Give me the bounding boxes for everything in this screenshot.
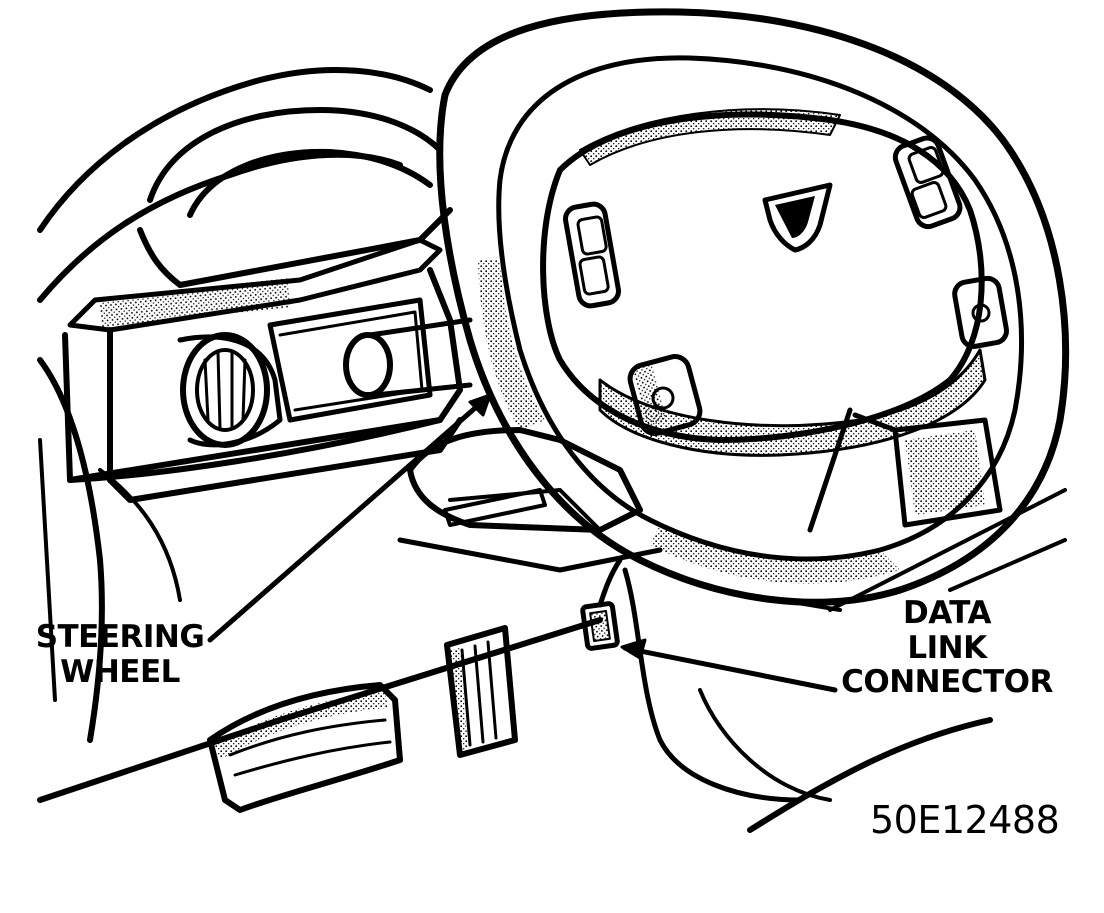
airbag-top-shade [579,108,841,166]
console-line-2 [948,538,1067,592]
seat-edge [747,717,993,833]
a-pillar [37,357,105,743]
dlc-bracket [622,567,803,803]
console-line-1 [828,488,1067,612]
accelerator-pedal [444,625,518,758]
door-edge [38,438,57,702]
switch-panel [267,297,433,423]
right-switch-bot [910,181,948,219]
switch-panel-inner [278,310,424,412]
data-link-connector-label: DATA LINK CONNECTOR [832,596,1062,700]
dash-lower-edge2 [107,417,463,503]
right-switch-top [907,146,945,184]
horn-button-right [952,275,1009,349]
dlc-label-line3: CONNECTOR [841,664,1053,701]
headlamp-knob-inner [195,348,255,432]
top-bar-shade [98,278,292,328]
steering-wheel-label-line1: STEERING [35,619,205,655]
knee-panel [98,468,182,602]
ram-emblem-outline [762,182,833,253]
steering-wheel-leader [207,392,493,643]
knob-bezel [177,334,283,448]
dash-top-curve [37,67,433,233]
brake-pedal [207,682,403,813]
rim-shade-left [478,260,545,430]
column-strip [443,488,547,527]
horn-button-right-mark [971,303,991,323]
right-trim-shade [905,430,985,515]
horn-button-left [627,354,703,436]
right-trim-panel [892,417,1003,528]
dash-brow-inner [187,148,433,218]
column-lower [448,488,602,532]
ram-emblem-fill [775,196,815,238]
knob-grip [203,350,247,430]
dlc-cable [597,557,623,608]
stalk-shaft [367,317,473,398]
dlc-inner [589,610,611,642]
data-link-connector [580,601,620,651]
brake-ribs [228,718,392,777]
dlc-arrow [620,638,647,660]
dash-lower-block [62,267,463,483]
column-shroud [407,427,643,533]
left-switch-bot [578,255,610,296]
left-switch-top [576,215,608,256]
dlc-label-line2: LINK [907,629,987,666]
right-switch-bezel [892,135,963,230]
figure-code: 50E12488 [870,798,1060,842]
dlc-label-line1: DATA [902,595,992,631]
dash-brow [147,107,443,203]
steering-wheel-rim-outer [436,8,1070,606]
steering-wheel-arrow [468,393,492,417]
stalk-knob [343,332,393,398]
cluster-hood [137,207,453,288]
floor-line [397,537,663,573]
accel-ribs [460,640,498,747]
wheel-spoke-right [807,407,898,533]
steering-wheel-label-line2: WHEEL [60,653,180,690]
rim-shade-bottom [650,525,900,584]
brake-shade [215,692,388,760]
dlc-leader [622,645,838,693]
horn-button-left-shade [632,363,668,427]
steering-wheel-label: STEERING WHEEL [30,620,210,689]
left-switch-bezel [563,201,621,309]
console-line-3 [778,598,842,612]
seat-edge-inner [698,688,832,802]
accel-shade [449,648,468,753]
